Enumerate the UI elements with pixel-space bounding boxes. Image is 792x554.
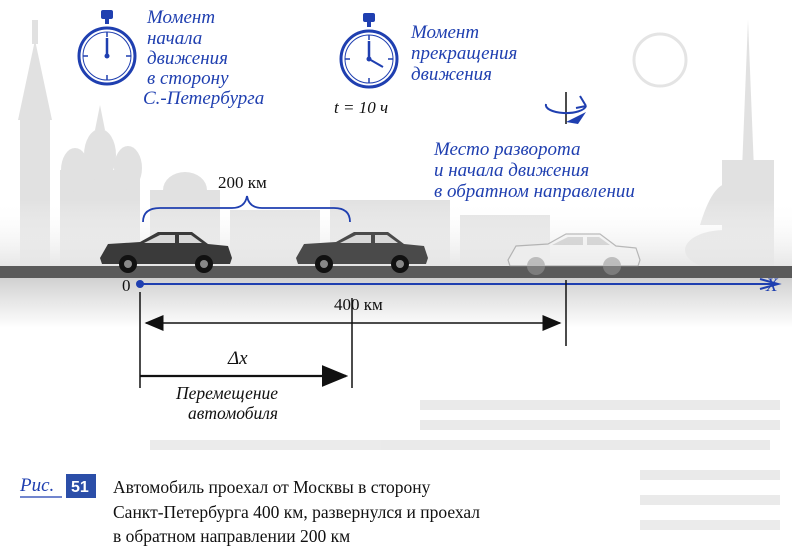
start-line-5: С.-Петербурга [143, 88, 264, 109]
turnaround-line-1: Место разворота [433, 139, 581, 160]
caption-line-2: Санкт-Петербурга 400 км, развернулся и п… [113, 502, 480, 522]
stop-line-1: Момент [410, 22, 479, 43]
time-label: t = 10 ч [334, 98, 388, 117]
start-line-4: в сторону [147, 68, 229, 89]
origin-point [136, 280, 144, 288]
axis-label: X [765, 275, 779, 296]
caption-line-1: Автомобиль проехал от Москвы в сторону [113, 477, 431, 497]
start-line-1: Момент [146, 7, 215, 28]
stop-line-2: прекращения [411, 43, 517, 64]
figure-caption: Автомобиль проехал от Москвы в сторону С… [113, 477, 484, 546]
figure-number-badge [66, 474, 96, 498]
rotation-arrow-icon [544, 92, 587, 124]
displacement-line-2: автомобиля [188, 403, 278, 423]
figure-number: 51 [71, 479, 89, 496]
stopwatch-icon [339, 13, 399, 89]
car-turnaround-ghost [507, 233, 641, 275]
brace-200 [142, 195, 351, 223]
distance-200-label: 200 км [218, 173, 267, 192]
stop-line-3: движения [411, 64, 492, 85]
start-line-3: движения [147, 48, 228, 69]
origin-label: 0 [122, 276, 131, 295]
car-return [296, 232, 428, 273]
ground-shadow [0, 278, 792, 328]
x-axis-arrowhead [759, 278, 782, 290]
displacement-symbol: Δx [227, 348, 248, 369]
background-page-text [150, 400, 780, 530]
turnaround-line-3: в обратном направлении [434, 181, 635, 202]
caption-line-3: в обратном направлении 200 км [113, 526, 350, 546]
stopwatch-icon [77, 10, 137, 86]
distance-400-label: 400 км [334, 295, 383, 314]
turnaround-caption: Место разворота и начала движения в обра… [433, 139, 635, 202]
stopwatch-start-caption: Момент начала движения в сторону С.-Пете… [143, 7, 264, 109]
stopwatch-stop-caption: Момент прекращения движения [410, 22, 522, 85]
start-line-2: начала [147, 28, 202, 49]
displacement-line-1: Перемещение [175, 383, 278, 403]
figure-prefix: Рис. [19, 475, 54, 496]
turnaround-line-2: и начала движения [434, 160, 589, 181]
car-start [100, 232, 232, 273]
